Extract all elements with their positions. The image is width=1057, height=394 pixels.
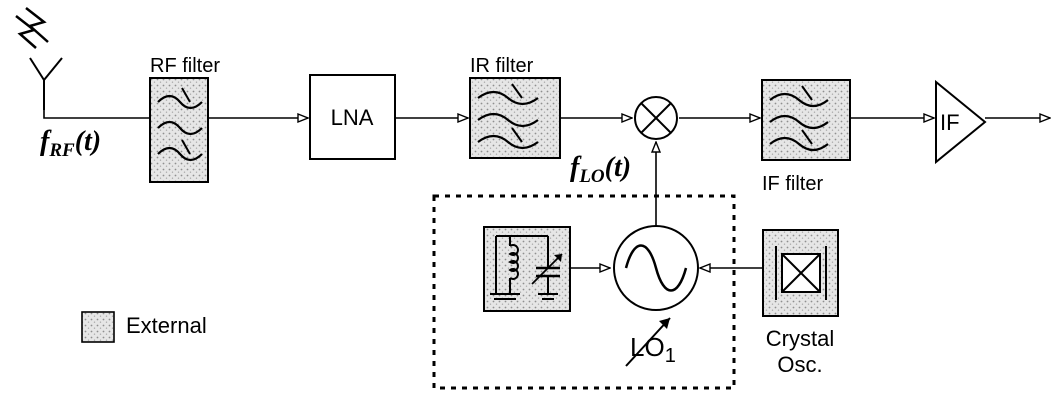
legend-external-label: External	[126, 313, 207, 338]
rf-signal-label: fRF(t)	[40, 126, 101, 161]
if-filter-block	[761, 79, 851, 161]
lo-signal-label: fLO(t)	[570, 152, 631, 187]
if-filter-label: IF filter	[762, 173, 823, 195]
crystal-label-line1: Crystal	[766, 326, 834, 351]
sine-oscillator-icon	[613, 225, 699, 311]
mixer-icon	[634, 96, 678, 140]
lna-block: LNA	[309, 74, 396, 160]
ir-filter-label: IR filter	[470, 55, 534, 77]
lo-dashed-boundary	[432, 194, 736, 390]
ir-filter-block	[469, 77, 561, 159]
svg-text:LO1: LO1	[630, 332, 676, 367]
if-amplifier-block: IF	[935, 79, 987, 165]
legend-external: External	[81, 311, 207, 343]
rf-filter-label: RF filter	[150, 55, 220, 77]
rf-filter-block	[149, 77, 209, 183]
wire-antenna-rf	[43, 110, 150, 119]
antenna-icon	[15, 7, 63, 110]
lo-label: LO1	[625, 317, 676, 367]
crystal-icon	[762, 229, 839, 317]
crystal-label-line2: Osc.	[777, 352, 822, 377]
if-amp-label: IF	[940, 110, 960, 135]
svg-text:fRF(t): fRF(t)	[40, 126, 101, 161]
lc-tank-icon	[483, 226, 571, 312]
lna-label: LNA	[331, 105, 374, 130]
legend-swatch	[81, 311, 115, 343]
svg-text:fLO(t): fLO(t)	[570, 152, 631, 187]
